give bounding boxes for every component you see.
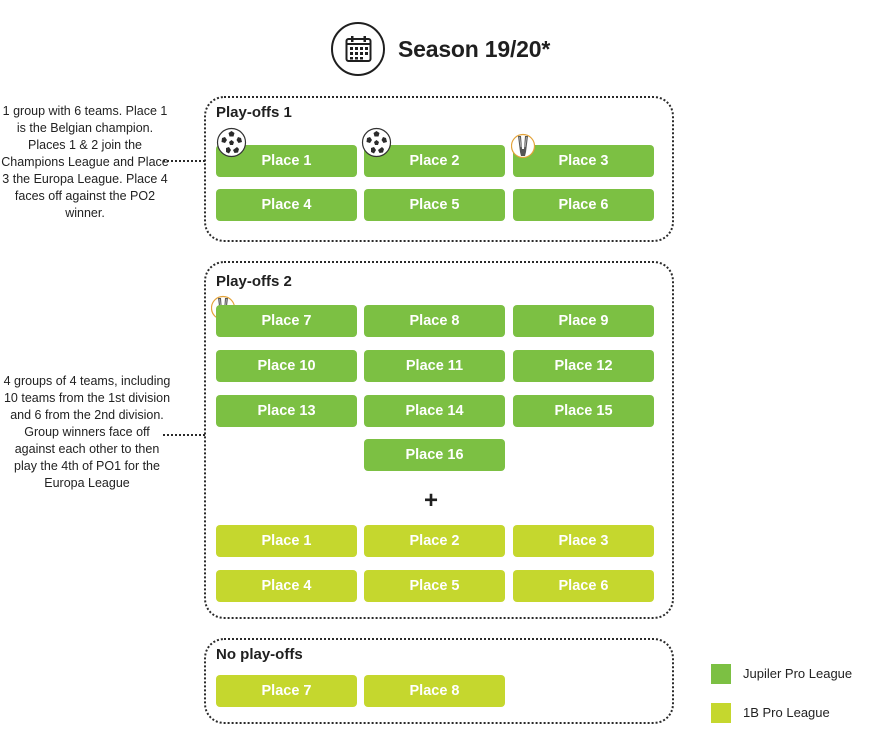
playoffs1-note: 1 group with 6 teams. Place 1 is the Bel… [1,104,169,220]
no-playoffs-title: No play-offs [216,646,303,663]
playoffs1-section [204,96,674,242]
page-title: Season 19/20* [398,36,551,62]
po2-place-12: Place 12 [513,350,654,382]
playoffs1-title: Play-offs 1 [216,104,292,121]
no-po-place-8: Place 8 [364,675,505,707]
po2-1b-place-5: Place 5 [364,570,505,602]
po2-1b-place-2: Place 2 [364,525,505,557]
champions-league-ball-icon [216,127,247,158]
po2-place-9: Place 9 [513,305,654,337]
po2-1b-place-1: Place 1 [216,525,357,557]
playoffs2-title: Play-offs 2 [216,273,292,290]
no-playoffs-section [204,638,674,724]
calendar-icon [331,22,385,76]
playoffs1-connector [163,160,205,162]
legend-label-jupiler: Jupiler Pro League [743,666,853,681]
legend-swatch-1b [711,703,731,723]
po2-1b-place-3: Place 3 [513,525,654,557]
po2-1b-place-4: Place 4 [216,570,357,602]
po1-place-5: Place 5 [364,189,505,221]
po2-place-15: Place 15 [513,395,654,427]
po2-place-7: Place 7 [216,305,357,337]
po2-place-16: Place 16 [364,439,505,471]
po2-place-14: Place 14 [364,395,505,427]
po2-place-10: Place 10 [216,350,357,382]
po1-place-3: Place 3 [513,145,654,177]
po2-place-13: Place 13 [216,395,357,427]
po2-place-8: Place 8 [364,305,505,337]
playoffs2-note: 4 groups of 4 teams, including 10 teams … [3,374,171,490]
playoffs2-connector [163,434,205,436]
legend-label-1b: 1B Pro League [743,705,830,720]
legend-swatch-jupiler [711,664,731,684]
plus-sign: + [424,487,439,514]
po2-1b-place-6: Place 6 [513,570,654,602]
champions-league-ball-icon [361,127,392,158]
europa-league-trophy-icon [511,133,535,159]
no-po-place-7: Place 7 [216,675,357,707]
po2-place-11: Place 11 [364,350,505,382]
playoffs2-section [204,261,674,619]
po1-place-4: Place 4 [216,189,357,221]
po1-place-6: Place 6 [513,189,654,221]
